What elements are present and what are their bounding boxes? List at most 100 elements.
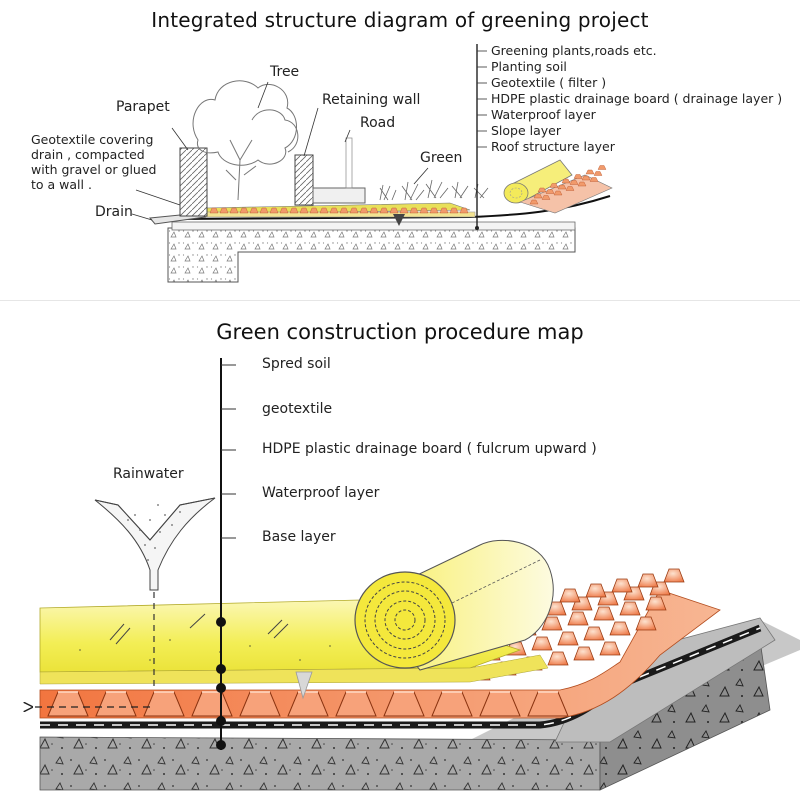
drainage-bump	[599, 641, 621, 656]
rainwater-funnel	[94, 497, 216, 591]
drainage-bump	[319, 207, 329, 214]
drainage-bump	[339, 207, 349, 214]
drainage-bump	[663, 568, 685, 583]
drainage-bump	[589, 177, 599, 182]
drainage-bump	[219, 207, 229, 214]
layer-planting-soil: Planting soil	[491, 59, 567, 74]
top-board-sheet-bumps	[529, 165, 607, 205]
drainage-bump	[645, 596, 667, 611]
drainage-bump	[609, 621, 631, 636]
drainage-bump	[449, 207, 459, 214]
label-road: Road	[360, 115, 396, 131]
bottom-diagram-title: Green construction procedure map	[216, 320, 584, 344]
label-geotextile-note: Geotextile covering drain , compacted wi…	[31, 132, 157, 192]
waterproof-line	[174, 195, 611, 220]
drainage-bump	[429, 207, 439, 214]
step-geotextile: geotextile	[262, 401, 333, 417]
drainage-bump	[309, 207, 319, 214]
geotextile-band	[39, 654, 549, 685]
label-retaining-wall: Retaining wall	[322, 92, 421, 108]
drainage-bump	[583, 626, 605, 641]
drainage-bump	[389, 207, 399, 214]
drainage-bump	[299, 207, 309, 214]
drainage-bump	[573, 174, 583, 179]
drainage-bump	[249, 207, 259, 214]
slope-layer	[171, 221, 576, 231]
top-board-sheet	[519, 174, 613, 214]
drainage-bump	[359, 207, 369, 214]
drainage-bump	[533, 193, 543, 199]
drainage-bump	[593, 171, 603, 176]
layer-roof-structure: Roof structure layer	[491, 139, 615, 154]
drainage-bump	[585, 583, 607, 598]
layer-waterproof: Waterproof layer	[491, 107, 596, 122]
drainage-bump	[209, 207, 219, 214]
drainage-board-front-bumps	[47, 691, 569, 717]
drainage-bump	[379, 207, 389, 214]
drainage-bump	[229, 207, 239, 214]
drainage-bump	[329, 207, 339, 214]
layer-slope: Slope layer	[491, 123, 562, 138]
drainage-bump	[531, 636, 553, 651]
top-diagram-title: Integrated structure diagram of greening…	[151, 8, 649, 32]
drainage-bump	[559, 588, 581, 603]
drainage-bump	[279, 207, 289, 214]
drainage-bump	[565, 186, 575, 191]
drainage-bump	[541, 616, 563, 631]
drainage-bump	[459, 207, 469, 214]
drainage-bump	[577, 181, 587, 187]
drainage-bump	[537, 187, 547, 193]
drainage-bump	[409, 207, 419, 214]
step-spread-soil: Spred soil	[262, 356, 331, 372]
label-green: Green	[420, 150, 463, 166]
grass-tufts	[379, 179, 489, 201]
procedure-nodes	[216, 617, 226, 750]
drainage-bump	[239, 207, 249, 214]
drainage-bump	[635, 616, 657, 631]
geotextile-roll	[503, 159, 573, 204]
drainage-bump	[557, 184, 567, 190]
parapet-wall	[179, 147, 208, 217]
drainage-bump	[349, 207, 359, 214]
drainage-bump	[289, 207, 299, 214]
drainage-bump	[597, 165, 607, 170]
label-rainwater: Rainwater	[113, 466, 184, 482]
drainage-bump	[541, 195, 551, 200]
drainage-bump	[585, 169, 595, 175]
drainage-bump	[529, 199, 539, 205]
layer-geotextile-filter: Geotextile ( filter )	[491, 75, 607, 90]
drainage-bump	[545, 189, 555, 194]
drainage-bump	[567, 611, 589, 626]
road-block	[312, 187, 366, 204]
drainage-bump	[549, 183, 559, 188]
drainage-bump	[581, 175, 591, 181]
base-slab-front	[39, 736, 601, 791]
top-structure-diagram	[131, 44, 613, 283]
step-hdpe-board: HDPE plastic drainage board ( fulcrum up…	[262, 441, 597, 457]
drainage-bump	[269, 207, 279, 214]
drainage-bump	[561, 178, 571, 184]
step-base-layer: Base layer	[262, 529, 336, 545]
layer-hdpe-drainage: HDPE plastic drainage board ( drainage l…	[491, 91, 783, 106]
label-parapet: Parapet	[116, 99, 170, 115]
drainage-bump	[573, 646, 595, 661]
drainage-bump	[611, 578, 633, 593]
top-drainage-bumps	[209, 207, 469, 214]
drainage-bump	[553, 190, 563, 196]
label-tree: Tree	[270, 64, 300, 80]
drainage-bump	[557, 631, 579, 646]
drainage-bump	[619, 601, 641, 616]
drainage-bump	[439, 207, 449, 214]
drainage-bump	[259, 207, 269, 214]
step-waterproof-layer: Waterproof layer	[262, 485, 380, 501]
drainage-bump	[569, 180, 579, 185]
drainage-bump	[547, 651, 569, 666]
section-divider	[0, 300, 800, 301]
label-drain: Drain	[95, 204, 133, 220]
drainage-bump	[419, 207, 429, 214]
drainage-bump	[369, 207, 379, 214]
drainage-bump	[399, 207, 409, 214]
drainage-bump	[637, 573, 659, 588]
geotextile-roll-bottom	[354, 539, 554, 671]
